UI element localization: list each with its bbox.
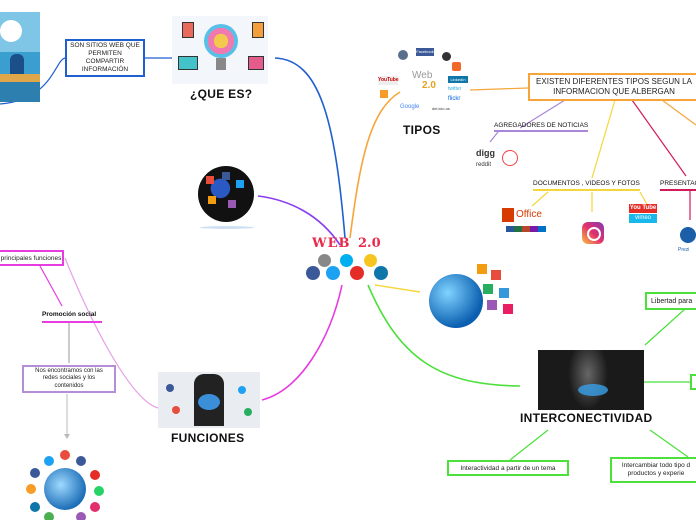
digg-logo: digg [476,148,495,158]
linkedin-logo: LinkedIn [448,76,468,83]
youtube-vimeo-image: You Tube vimeo [625,202,661,224]
tipos-title[interactable]: TIPOS [403,123,441,137]
connector-funciones [261,284,343,401]
vimeo-logo: vimeo [629,214,657,223]
que-es-image [172,16,268,84]
connector-que-es [274,57,346,239]
que-es-title[interactable]: ¿QUE ES? [190,87,253,101]
connector-tipos-extra [661,99,696,126]
gear-bubble-icon [318,254,331,267]
connector-interconectividad [367,284,521,387]
center-web20-node[interactable]: WEB 2.0 [302,234,394,284]
connector-tipos [349,91,401,239]
news-aggregators-image: digg reddit [474,146,524,174]
connector-documentos-imgs [531,191,649,212]
globe-apps-image [425,258,521,336]
interconectividad-image [538,350,644,410]
youtube-logo-2: You Tube [629,204,657,213]
youtube-bubble-icon [350,266,364,280]
flower-logo [398,50,408,60]
alien-icon [502,150,518,166]
skype-bubble-icon [340,254,353,267]
interactividad-box[interactable]: Interactividad a partir de un tema [447,460,569,476]
connector-intercambiar [649,429,689,458]
facebook-logo: Facebook [416,48,434,56]
tipos-logo-cloud: Facebook YouTube Web 2.0 LinkedIn twitte… [376,46,472,118]
connector-agregadores-img [489,131,499,143]
libertad-text: Libertad para [651,297,693,305]
que-es-description[interactable]: SON SITIOS WEB QUE PERMITEN COMPARTIR IN… [65,39,145,77]
social-ball-image [196,164,258,230]
principales-funciones-text: principales funciones [0,254,62,262]
tipos-description[interactable]: EXISTEN DIFERENTES TIPOS SEGUN LA INFORM… [528,73,696,101]
connector-promocion [39,265,63,307]
linkedin-bubble-icon [374,266,388,280]
funciones-image [158,372,260,428]
intercambiar-box[interactable]: Intercambiar todo tipo d productos y exp… [610,457,696,483]
round-logo [442,52,451,61]
facebook-bubble-icon [306,266,320,280]
tipos-description-text: EXISTEN DIFERENTES TIPOS SEGUN LA INFORM… [536,77,692,96]
youtube-logo: YouTube [378,76,399,85]
center-two-zero: 2.0 [358,236,381,251]
que-es-illustration [0,12,40,102]
star-bubble-icon [364,254,377,267]
connector-tipos-desc [469,87,529,91]
nos-encontramos-text: Nos encontramos con las redes sociales y… [35,367,103,389]
web-word: Web [412,70,433,81]
documentos-label[interactable]: DOCUMENTOS , VIDEOS Y FOTOS [533,180,640,191]
delicious-logo: del.icio.us [432,106,450,111]
twitter-logo: twitter [448,86,462,92]
connector-interactividad [509,429,549,461]
social-globe-image [24,448,108,520]
presentaciones-label[interactable]: PRESENTAC [660,180,696,191]
two-zero-word: 2.0 [422,80,436,91]
agregadores-label[interactable]: AGREGADORES DE NOTICIAS [494,122,589,132]
center-web-word: WEB [312,236,351,251]
twitter-bubble-icon [326,266,340,280]
que-es-description-text: SON SITIOS WEB QUE PERMITEN COMPARTIR IN… [70,42,140,73]
connector-documentos [591,99,616,179]
intercambiar-text: Intercambiar todo tipo d productos y exp… [621,462,691,477]
libertad-box[interactable]: Libertad para [645,292,696,310]
prezi-image: Prezi [678,225,696,255]
office-icon [502,208,514,222]
connector-ball-image [257,195,341,246]
prezi-icon [680,227,696,243]
instagram-icon [582,222,604,244]
office-apps-strip [506,226,546,232]
connector-presentac [631,99,687,177]
nos-encontramos-box[interactable]: Nos encontramos con las redes sociales y… [22,365,116,393]
interactividad-text: Interactividad a partir de un tema [460,464,556,472]
interconectividad-right-box[interactable] [690,374,696,390]
google-logo: Google [400,104,420,110]
arrowhead [64,434,70,439]
connector-globe-image [374,284,421,293]
flickr-logo: flickr [448,96,461,102]
rss-logo [380,90,388,98]
connector-funciones-main [64,257,159,409]
prezi-word: Prezi [678,247,690,253]
blogger-logo [452,62,461,71]
office-word: Office [516,209,542,220]
funciones-title[interactable]: FUNCIONES [171,431,245,445]
principales-funciones-box[interactable]: principales funciones [0,250,64,266]
office-image: Office [500,206,550,234]
interconectividad-title[interactable]: INTERCONECTIVIDAD [520,411,653,425]
connector-agregadores [519,99,566,129]
promocion-social-label[interactable]: Promoción social [42,311,103,323]
reddit-logo: reddit [476,162,492,168]
